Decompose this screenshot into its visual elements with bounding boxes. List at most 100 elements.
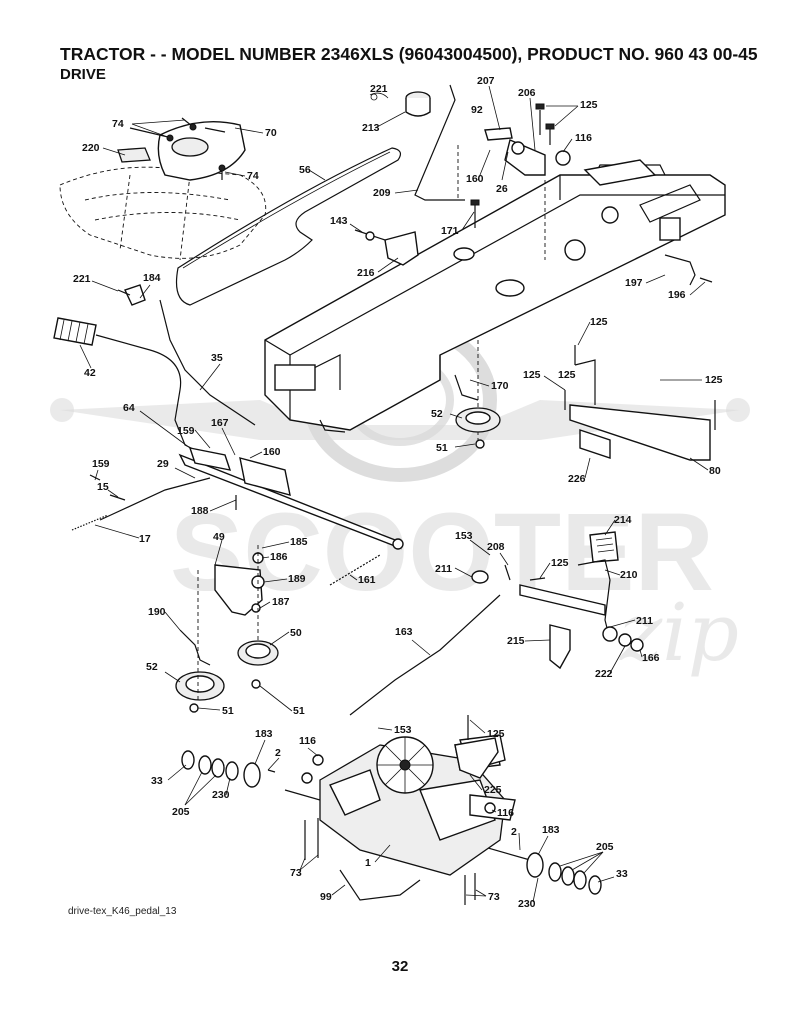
- part-label: 73: [290, 867, 302, 879]
- part-label: 92: [471, 104, 483, 116]
- part-label: 184: [143, 272, 161, 284]
- part-label: 56: [299, 164, 311, 176]
- part-label: 29: [157, 458, 169, 470]
- part-label: 183: [255, 728, 273, 740]
- part-label: 64: [123, 402, 135, 414]
- part-label: 26: [496, 183, 508, 195]
- part-label: 170: [491, 380, 509, 392]
- axle-washers-left: [181, 750, 276, 788]
- part-label: 42: [84, 367, 96, 379]
- part-label: 33: [151, 775, 163, 787]
- part-label: 207: [477, 75, 495, 87]
- part-label: 225: [484, 784, 502, 796]
- part-label: 116: [575, 132, 592, 144]
- part-label: 51: [293, 705, 305, 717]
- part-label: 159: [177, 425, 195, 437]
- part-label: 196: [668, 289, 686, 301]
- scooter-zip-watermark: SCOOTER zip: [50, 318, 750, 679]
- part-label: 186: [270, 551, 288, 563]
- part-label: 52: [146, 661, 158, 673]
- part-label: 166: [642, 652, 660, 664]
- part-label: 211: [636, 615, 653, 627]
- part-label: 167: [211, 417, 229, 429]
- part-label: 205: [172, 806, 190, 818]
- part-label: 70: [265, 127, 277, 139]
- part-label: 125: [558, 369, 576, 381]
- part-label: 188: [191, 505, 209, 517]
- part-label: 208: [487, 541, 505, 553]
- part-label: 206: [518, 87, 536, 99]
- transaxle-assembly: [284, 734, 531, 905]
- part-label: 153: [455, 530, 473, 542]
- part-label: 226: [568, 473, 586, 485]
- leader-lines: [79, 85, 709, 903]
- bracket-225: [454, 737, 499, 779]
- part-label: 99: [320, 891, 332, 903]
- part-label: 214: [614, 514, 632, 526]
- bracket-80: [564, 345, 716, 461]
- part-label: 51: [222, 705, 234, 717]
- part-label: 209: [373, 187, 391, 199]
- part-number-labels: 221 213 207 92 206 125 125 116 74 70 220…: [73, 75, 723, 910]
- part-label: 116: [497, 807, 514, 819]
- part-label: 74: [112, 118, 124, 130]
- part-label: 153: [394, 724, 412, 736]
- part-label: 125: [590, 316, 608, 328]
- part-label: 125: [551, 557, 569, 569]
- part-label: 51: [436, 442, 448, 454]
- part-label: 125: [523, 369, 541, 381]
- part-label: 215: [507, 635, 525, 647]
- part-label: 33: [616, 868, 628, 880]
- part-label: 183: [542, 824, 560, 836]
- part-label: 74: [247, 170, 259, 182]
- part-label: 159: [92, 458, 110, 470]
- part-label: 189: [288, 573, 306, 585]
- drive-lever-42-64: [53, 284, 256, 461]
- part-label: 125: [580, 99, 598, 111]
- part-label: 73: [488, 891, 500, 903]
- part-label: 220: [82, 142, 100, 154]
- part-label: 17: [139, 533, 151, 545]
- part-label: 230: [212, 789, 230, 801]
- page-title: TRACTOR - - MODEL NUMBER 2346XLS (960430…: [60, 44, 758, 64]
- part-label: 211: [435, 563, 452, 575]
- part-label: 52: [431, 408, 443, 420]
- part-label: 80: [709, 465, 721, 477]
- drawing-code: drive-tex_K46_pedal_13: [68, 906, 177, 917]
- part-label: 205: [596, 841, 614, 853]
- part-label: 1: [365, 857, 371, 869]
- part-label: 197: [625, 277, 643, 289]
- brake-pedal-assembly: [349, 531, 644, 716]
- part-label: 171: [441, 225, 459, 237]
- part-label: 216: [357, 267, 375, 279]
- spring-161: [329, 554, 381, 586]
- fender-seat-assembly: [59, 117, 267, 261]
- part-label: 230: [518, 898, 536, 910]
- part-label: 221: [73, 273, 91, 285]
- part-label: 187: [272, 596, 290, 608]
- part-label: 160: [263, 446, 281, 458]
- page-number: 32: [391, 958, 409, 975]
- part-label: 50: [290, 627, 302, 639]
- part-label: 2: [511, 826, 517, 838]
- part-label: 143: [330, 215, 348, 227]
- part-label: 15: [97, 481, 109, 493]
- part-label: 49: [213, 531, 225, 543]
- part-label: 35: [211, 352, 223, 364]
- part-label: 125: [487, 728, 505, 740]
- drive-belt: [175, 147, 402, 306]
- part-label: 190: [148, 606, 166, 618]
- shift-knob: [369, 91, 431, 117]
- part-label: 210: [620, 569, 638, 581]
- shift-rod: [414, 84, 465, 201]
- section-subtitle: DRIVE: [60, 66, 106, 83]
- axle-washers-right: [526, 852, 602, 895]
- watermark-script: zip: [619, 586, 739, 679]
- part-label: 125: [705, 374, 723, 386]
- part-label: 116: [299, 735, 316, 747]
- part-label: 2: [275, 747, 281, 759]
- part-label: 160: [466, 173, 484, 185]
- tractor-frame: [264, 159, 726, 433]
